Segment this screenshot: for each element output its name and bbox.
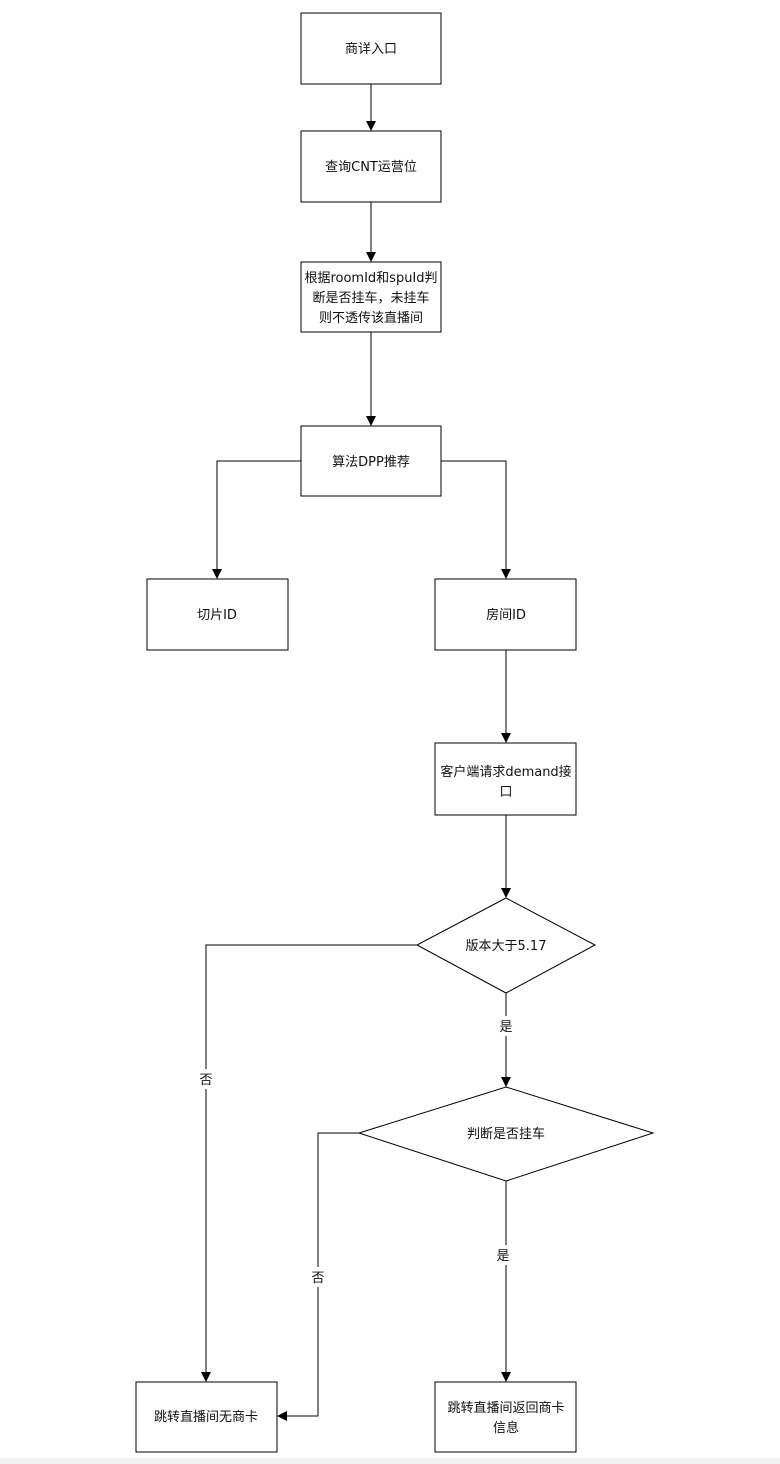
node-check-cart: 根据roomId和spuId判 断是否挂车，未挂车 则不透传该直播间 (300, 261, 442, 333)
node-slice-id: 切片ID (146, 578, 289, 651)
label-cart-no: 否 (311, 1271, 324, 1286)
node-slice-id-label: 切片ID (197, 608, 237, 623)
node-no-card-label: 跳转直播间无商卡 (154, 1410, 258, 1425)
node-version-check-label: 版本大于5.17 (466, 939, 547, 954)
node-no-card: 跳转直播间无商卡 (135, 1381, 278, 1453)
node-entry: 商详入口 (300, 12, 442, 85)
edge-algo-to-room (441, 460, 511, 579)
node-version-check: 版本大于5.17 (415, 897, 597, 994)
edge-labels: 是 否 是 否 (197, 1016, 515, 1287)
edge-version-no (201, 944, 417, 1382)
node-cart-check-label: 判断是否挂车 (467, 1126, 545, 1142)
node-query-cnt-label: 查询CNT运营位 (325, 160, 417, 175)
node-client-request: 客户端请求demand接 口 (434, 742, 577, 816)
node-check-line1: 根据roomId和spuId判 (304, 271, 437, 286)
edge-algo-to-slice (212, 460, 301, 579)
node-algo-label: 算法DPP推荐 (332, 455, 410, 470)
node-cart-check: 判断是否挂车 (357, 1086, 655, 1182)
edges (201, 84, 511, 1421)
node-with-card-line2: 信息 (493, 1420, 519, 1436)
node-room-id: 房间ID (434, 578, 577, 651)
label-version-yes: 是 (499, 1020, 512, 1035)
node-algo: 算法DPP推荐 (300, 425, 442, 497)
node-check-line2: 断是否挂车，未挂车 (312, 290, 429, 306)
node-entry-label: 商详入口 (345, 42, 397, 57)
node-with-card-line1: 跳转直播间返回商卡 (447, 1401, 564, 1416)
label-version-no: 否 (199, 1073, 212, 1088)
node-client-line1: 客户端请求demand接 (440, 764, 571, 780)
label-cart-yes: 是 (496, 1249, 509, 1264)
bottom-shade (0, 1458, 780, 1464)
node-client-line2: 口 (499, 785, 512, 800)
node-check-line3: 则不透传该直播间 (319, 311, 423, 326)
node-query-cnt: 查询CNT运营位 (300, 130, 442, 203)
node-with-card: 跳转直播间返回商卡 信息 (434, 1381, 577, 1453)
node-room-id-label: 房间ID (486, 607, 526, 623)
